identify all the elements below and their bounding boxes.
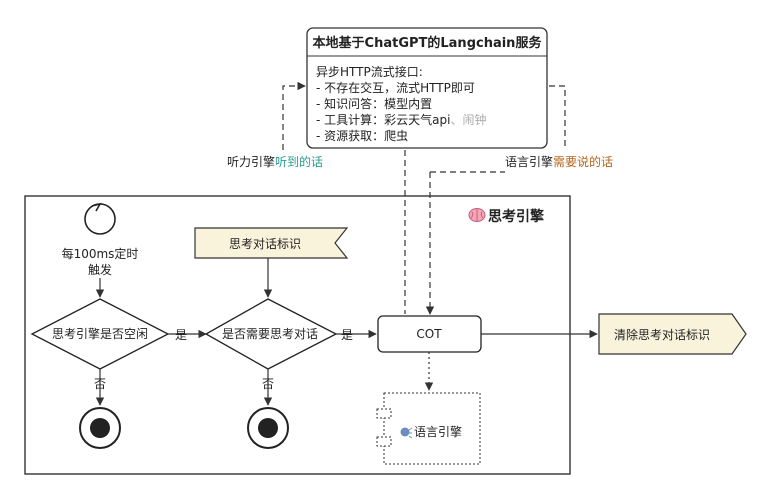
decision-need-think: 是否需要思考对话 [204, 298, 338, 370]
decision-idle: 思考引擎是否空闲 [30, 298, 170, 370]
tool-line-muted: 、闹钟 [450, 112, 486, 127]
listen-label-prefix: 听力引擎 [227, 154, 275, 169]
refresh-icon [91, 202, 102, 212]
cot-node: COT [377, 315, 482, 353]
service-line-3: - 知识问答：模型内置 [316, 96, 432, 111]
timer-label-line1: 每100ms定时 [62, 246, 139, 261]
end-node-need [247, 407, 289, 449]
service-line-1: 异步HTTP流式接口: [316, 64, 423, 79]
speak-connector [549, 85, 566, 150]
service-line-2: - 不存在交互，流式HTTP即可 [316, 80, 475, 95]
timer-label-line2: 触发 [88, 262, 112, 277]
speaker-head-icon [400, 427, 413, 439]
idle-yes-label: 是 [175, 328, 187, 342]
service-title: 本地基于ChatGPT的Langchain服务 [313, 35, 543, 51]
engine-title-text: 思考引擎 [488, 208, 544, 225]
language-engine-component: 语言引擎 [376, 392, 481, 465]
idle-no-label: 否 [94, 377, 106, 391]
speak-label-prefix: 语言引擎 [505, 154, 553, 169]
need-yes-label: 是 [341, 328, 353, 342]
flag-set-label: 思考对话标识 [229, 237, 301, 251]
timer-start-node [84, 202, 116, 235]
language-engine-label: 语言引擎 [414, 424, 462, 439]
flag-set-node: 思考对话标识 [194, 227, 349, 259]
decision-idle-label: 思考引擎是否空闲 [52, 326, 148, 341]
langchain-service-box: 本地基于ChatGPT的Langchain服务 异步HTTP流式接口: - 不存… [306, 27, 548, 149]
tool-line-prefix: - 工具计算：彩云天气api [316, 112, 450, 127]
need-no-label: 否 [262, 377, 274, 391]
cot-label: COT [416, 327, 442, 341]
brain-icon [468, 208, 486, 222]
service-line-5: - 资源获取：爬虫 [316, 129, 408, 143]
decision-need-label: 是否需要思考对话 [222, 327, 318, 341]
end-node-idle [79, 407, 121, 449]
clear-flag-label: 清除思考对话标识 [614, 327, 710, 342]
speak-label-accent: 需要说的话 [553, 154, 613, 169]
speak-label: 语言引擎需要说的话 [505, 154, 613, 169]
engine-title: 思考引擎 [468, 208, 544, 225]
service-line-4: - 工具计算：彩云天气api、闹钟 [316, 112, 486, 127]
listen-label-accent: 听到的话 [275, 154, 323, 169]
listen-arrow [282, 81, 306, 150]
clear-flag-node: 清除思考对话标识 [598, 313, 747, 355]
listen-label: 听力引擎听到的话 [227, 154, 323, 169]
thinking-engine-container [24, 195, 571, 475]
